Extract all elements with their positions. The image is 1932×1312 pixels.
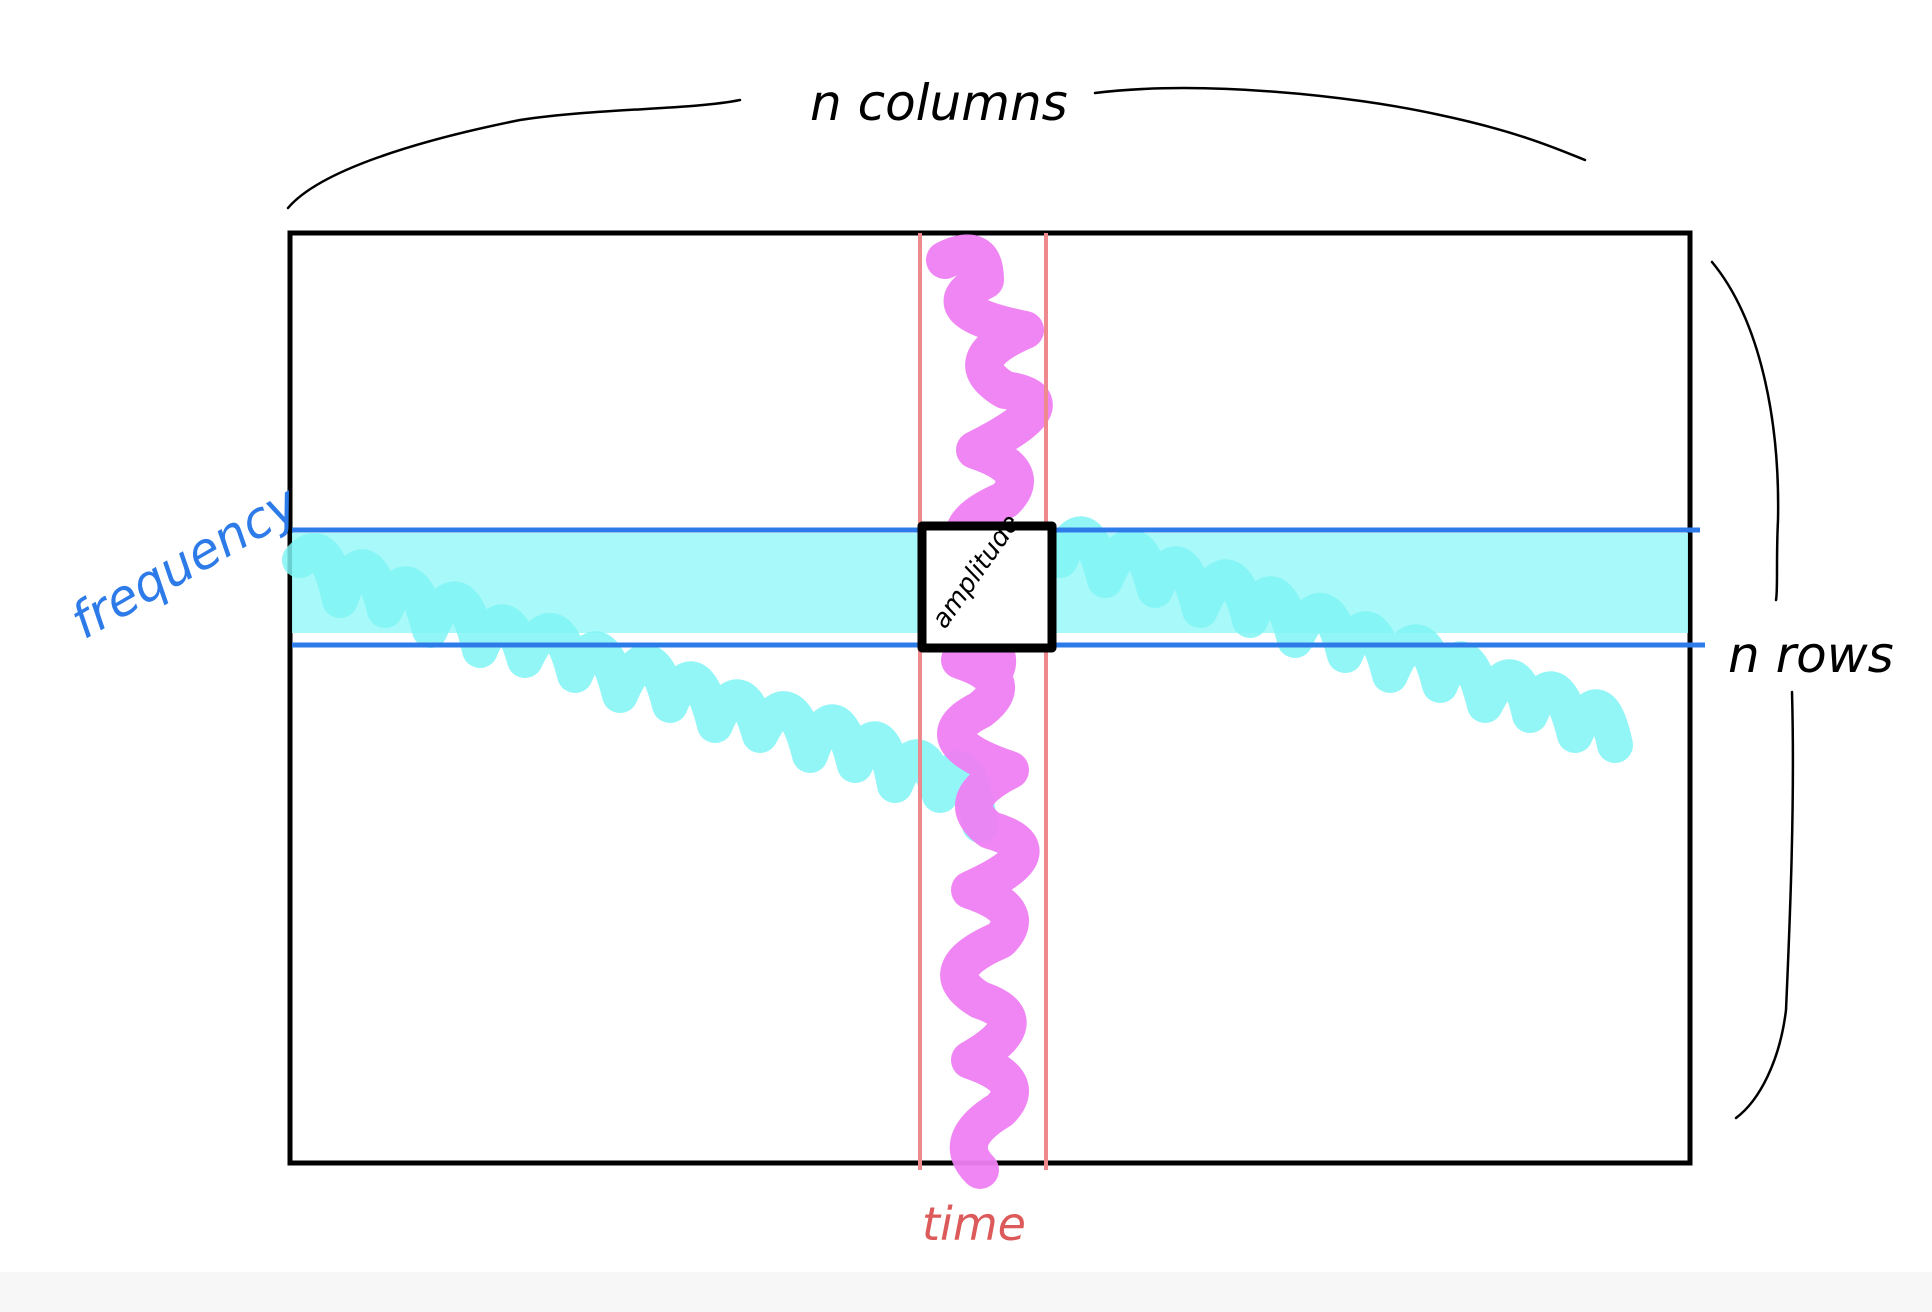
rows-brace-top <box>1710 260 1780 602</box>
time-label: time <box>922 1197 1026 1251</box>
columns-brace-right <box>1093 86 1587 162</box>
columns-brace <box>286 98 742 210</box>
frequency-label: frequency <box>61 474 309 651</box>
columns-label: n columns <box>810 74 1068 132</box>
rows-label: n rows <box>1728 626 1894 684</box>
time-band-fill <box>926 234 1053 1189</box>
bottom-strip <box>0 1272 1932 1312</box>
rows-brace-bottom <box>1734 690 1795 1120</box>
amplitude-cell <box>917 521 1057 653</box>
